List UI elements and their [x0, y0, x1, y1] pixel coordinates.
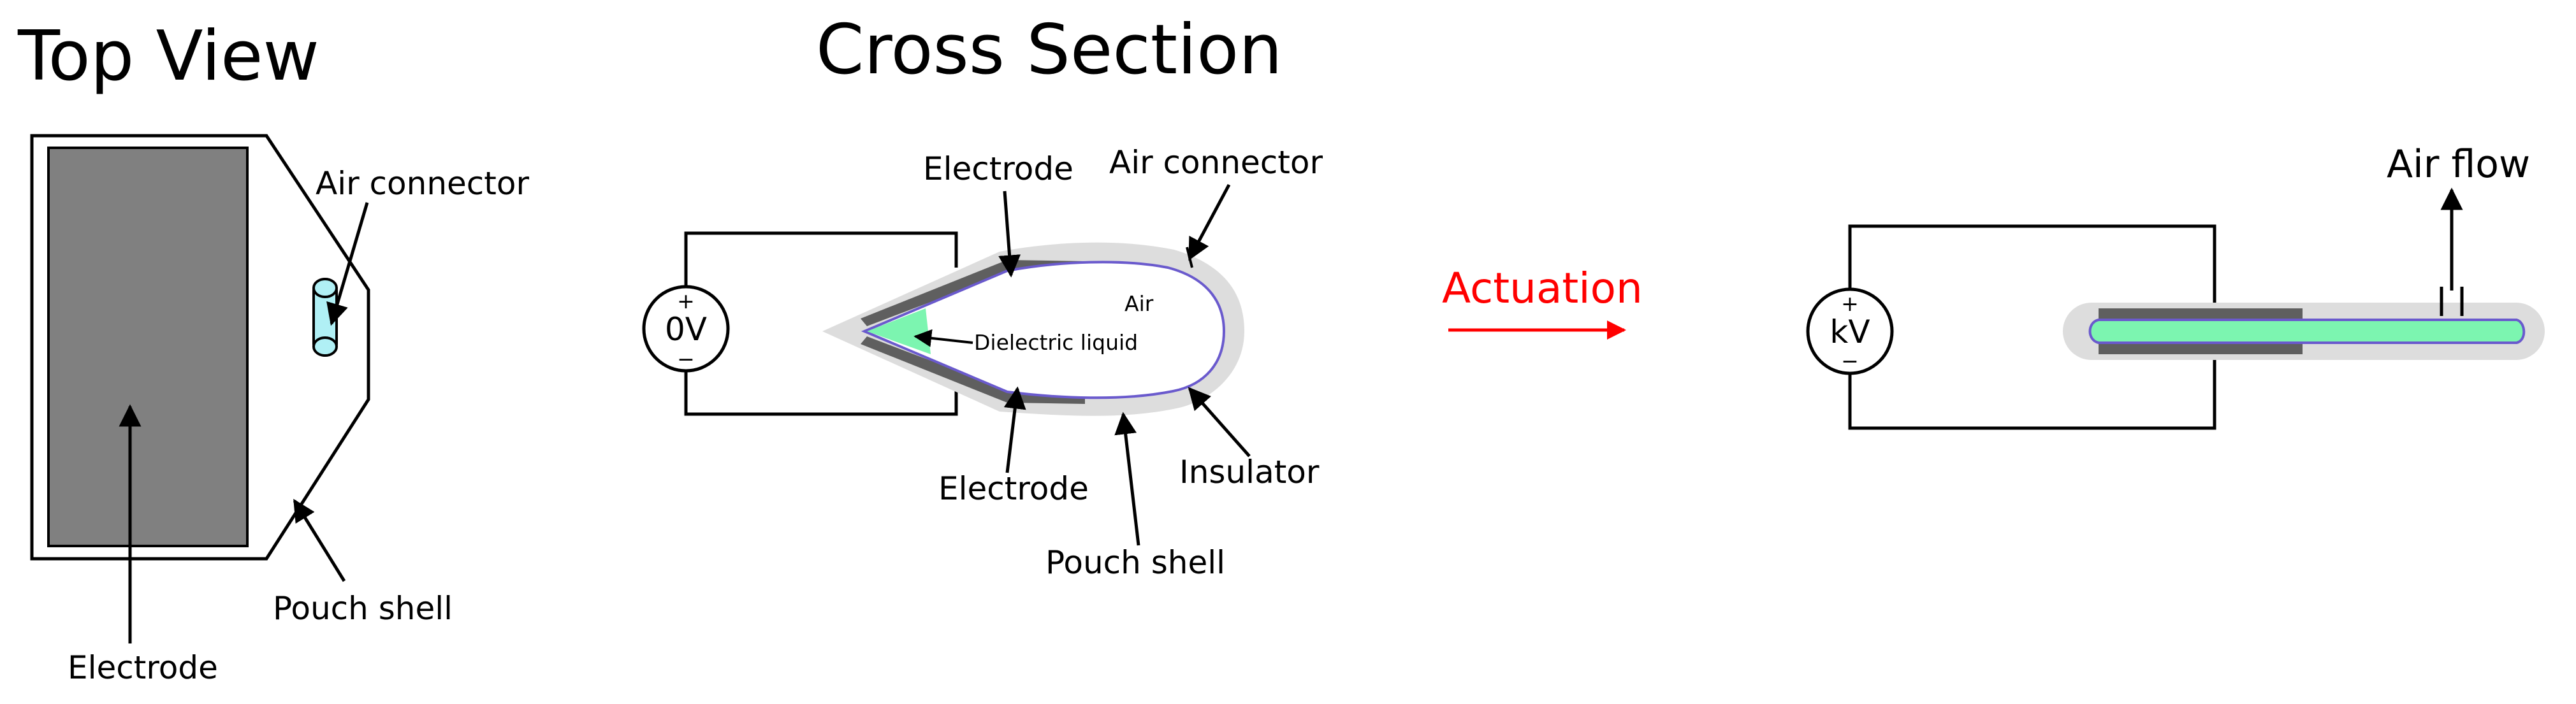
- actuated-source-label: kV: [1830, 313, 1870, 350]
- actuation-label: Actuation: [1442, 264, 1643, 313]
- cross-section-electrode-top-arrow: [998, 190, 1021, 278]
- cross-section-pouch-shell-arrow: [1114, 412, 1140, 546]
- top-view-pouch-shell-arrow: [293, 499, 346, 582]
- cross-section-air-label: Air: [1124, 291, 1154, 316]
- top-view-panel: Top View Air connector Electrode Pouch s…: [17, 17, 529, 686]
- actuated-voltage-source: + kV −: [1806, 287, 1894, 375]
- cross-section-insulator-arrow: [1188, 387, 1251, 457]
- cross-section-insulator: [861, 261, 1226, 399]
- top-view-air-connector: [312, 278, 338, 357]
- cross-section-air-connector-label: Air connector: [1109, 144, 1323, 181]
- actuation-indicator: Actuation: [1442, 264, 1643, 340]
- top-view-title: Top View: [17, 17, 319, 96]
- actuated-dielectric-liquid: [2088, 319, 2526, 344]
- cross-section-electrode-bottom-arrow: [1003, 386, 1026, 473]
- top-view-electrode-label: Electrode: [68, 649, 218, 686]
- cross-section-pouch-shell-label: Pouch shell: [1045, 544, 1225, 581]
- top-view-air-connector-arrow: [326, 202, 369, 326]
- cross-section-air-connector-arrow: [1188, 183, 1231, 261]
- actuated-electrode-top: [2099, 308, 2303, 320]
- actuated-air-outlet: [2440, 287, 2464, 316]
- cross-section-dielectric-liquid-label: Dielectric liquid: [974, 330, 1138, 355]
- cross-section-title: Cross Section: [816, 10, 1283, 90]
- air-flow-label: Air flow: [2387, 142, 2530, 187]
- cross-section-source-label: 0V: [665, 311, 707, 348]
- actuated-circuit-wire: [1848, 224, 2216, 430]
- actuated-electrode-bottom: [2099, 343, 2303, 354]
- cross-section-voltage-source: + 0V −: [642, 285, 730, 373]
- cross-section-circuit-wire: [684, 231, 958, 416]
- top-view-air-connector-label: Air connector: [316, 165, 529, 202]
- cross-section-dielectric-liquid-arrow: [913, 329, 973, 347]
- actuated-minus-sign: −: [1841, 348, 1859, 373]
- top-view-pouch-shell-label: Pouch shell: [273, 590, 453, 627]
- actuated-panel: + kV − Air flow: [1806, 142, 2545, 430]
- cross-section-plus-sign: +: [677, 289, 695, 313]
- cross-section-electrode-bottom-label: Electrode: [938, 470, 1089, 507]
- actuated-plus-sign: +: [1841, 291, 1859, 316]
- top-view-electrode: [47, 147, 249, 547]
- cross-section-electrode-top-label: Electrode: [923, 150, 1073, 187]
- cross-section-minus-sign: −: [677, 347, 695, 371]
- cross-section-insulator-label: Insulator: [1179, 454, 1320, 491]
- cross-section-panel: Cross Section + 0V − Electrode Air conne…: [642, 10, 1323, 581]
